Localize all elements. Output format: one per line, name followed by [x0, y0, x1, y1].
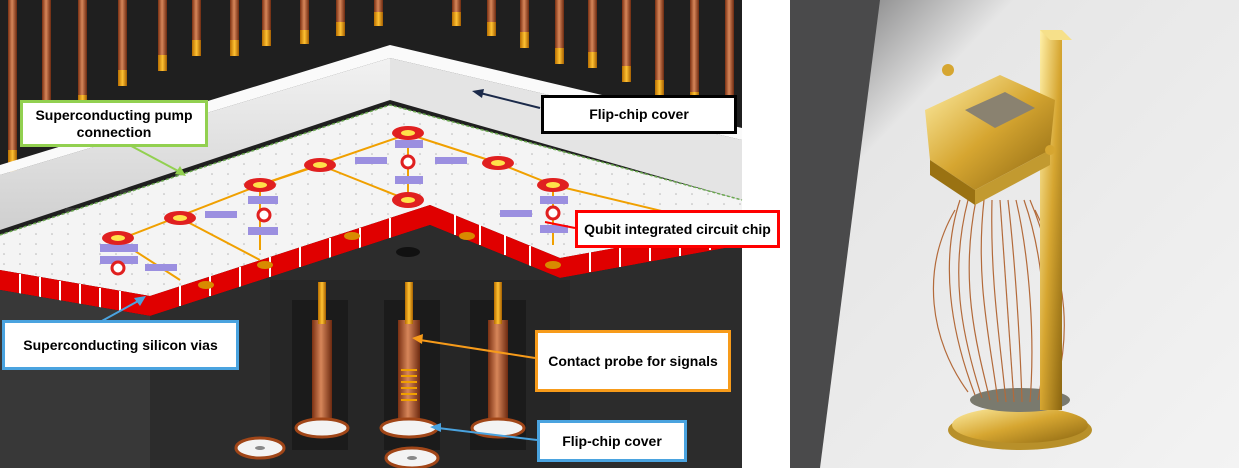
- device-photo: [790, 0, 1239, 468]
- coax-rings: [234, 417, 526, 468]
- label-flip-chip-cover-top: Flip-chip cover: [541, 95, 737, 134]
- pin-array: [8, 0, 734, 172]
- label-silicon-vias: Superconducting silicon vias: [2, 320, 239, 370]
- chip-pads: [102, 126, 569, 276]
- qubit-elements: [100, 140, 568, 271]
- label-flip-chip-cover-bottom: Flip-chip cover: [537, 420, 687, 462]
- chip-edge-left: [0, 270, 150, 316]
- label-contact-probe: Contact probe for signals: [535, 330, 731, 392]
- label-pump-connection: Superconducting pump connection: [20, 100, 208, 147]
- contact-probes: [312, 282, 508, 425]
- label-qubit-chip: Qubit integrated circuit chip: [575, 210, 780, 248]
